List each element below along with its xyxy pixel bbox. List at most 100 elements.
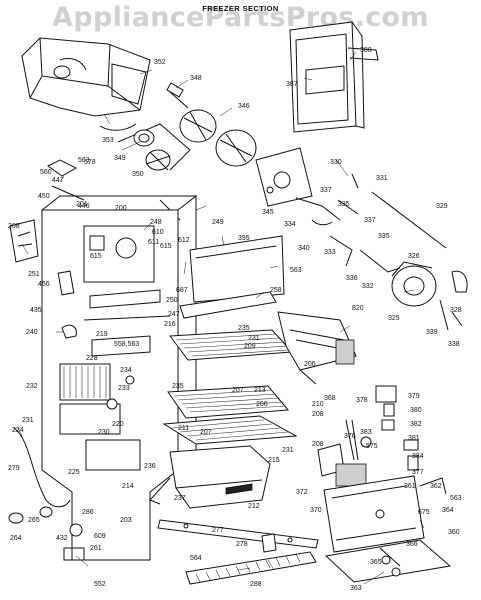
callout-label: 234 (120, 367, 132, 374)
callout-label: 372 (296, 489, 308, 496)
callout-label: 258 (270, 287, 282, 294)
callout-label: 215 (268, 457, 280, 464)
callout-label: 337 (320, 187, 332, 194)
callout-label: 558,563 (114, 341, 139, 348)
callout-label: 377 (412, 469, 424, 476)
callout-label: 237 (174, 495, 186, 502)
callout-label: 365 (370, 559, 382, 566)
ice-bucket (21, 37, 151, 131)
callout-label: 268 (8, 223, 20, 230)
callout-label: 247 (168, 311, 180, 318)
leader-lines (17, 51, 425, 585)
callout-label: 383 (360, 429, 372, 436)
callout-label: 346 (238, 103, 250, 110)
callout-label: 231 (248, 335, 260, 342)
callout-label: 563 (290, 267, 302, 274)
callout-label: 331 (376, 175, 388, 182)
callout-label: 395 (238, 235, 250, 242)
callout-label: 333 (324, 249, 336, 256)
callout-label: 232 (26, 383, 38, 390)
callout-label: 231 (22, 417, 34, 424)
callout-label: 225 (68, 469, 80, 476)
callout-label: 384 (412, 453, 424, 460)
evaporator-cover (179, 235, 285, 319)
callout-label: 209 (244, 343, 256, 350)
callout-label: 432 (56, 535, 68, 542)
auger-assembly (117, 123, 191, 221)
ice-maker-panel (323, 475, 452, 583)
wire-shelf-lower (162, 385, 298, 445)
callout-label: 450 (38, 193, 50, 200)
callout-label: 231 (282, 447, 294, 454)
callout-label: 609 (94, 533, 106, 540)
callout-label: 286 (82, 509, 94, 516)
dispenser-door (289, 21, 379, 133)
callout-label: 230 (98, 429, 110, 436)
callout-label: 249 (212, 219, 224, 226)
callout-label: 563 (78, 157, 90, 164)
callout-label: 207 (200, 429, 212, 436)
callout-label: 208 (312, 411, 324, 418)
toe-grille (157, 519, 319, 585)
callout-label: 382 (410, 421, 422, 428)
callout-label: 335 (338, 201, 350, 208)
callout-label: 612 (178, 237, 190, 244)
callout-label: 251 (28, 271, 40, 278)
callout-label: 446 (78, 203, 90, 210)
callout-label: 379 (408, 393, 420, 400)
callout-label: 387 (286, 81, 298, 88)
callout-label: 206 (256, 401, 268, 408)
callout-label: 388 (360, 47, 372, 54)
callout-label: 368 (324, 395, 336, 402)
callout-label: 366 (406, 541, 418, 548)
callout-label: 329 (436, 203, 448, 210)
callout-label: 328 (450, 307, 462, 314)
callout-label: 364 (442, 507, 454, 514)
callout-label: 208 (312, 441, 324, 448)
callout-label: 610 (152, 229, 164, 236)
linkage-rod (359, 191, 447, 273)
callout-label: 219 (96, 331, 108, 338)
callout-label: 380 (410, 407, 422, 414)
ice-maker-motor (391, 261, 468, 331)
cabinet-liner (41, 195, 198, 561)
callout-label: 615 (160, 243, 172, 250)
ice-drawer (149, 445, 271, 509)
callout-label: 203 (120, 517, 132, 524)
motor-plate (255, 147, 359, 267)
callout-label: 277 (212, 527, 224, 534)
ice-maker (277, 311, 357, 385)
callout-label: 348 (190, 75, 202, 82)
callout-label: 360 (448, 529, 460, 536)
section-title: FREEZER SECTION (202, 4, 279, 13)
callout-label: 456 (38, 281, 50, 288)
callout-label: 261 (90, 545, 102, 552)
callout-label: 264 (10, 535, 22, 542)
callout-label: 334 (284, 221, 296, 228)
callout-label: 370 (310, 507, 322, 514)
callout-label: 235 (172, 383, 184, 390)
callout-label: 235 (238, 325, 250, 332)
callout-label: 820 (352, 305, 364, 312)
callout-label: 201 (76, 201, 88, 208)
callout-label: 378 (356, 397, 368, 404)
callout-label: 350 (132, 171, 144, 178)
callout-label: 228 (86, 355, 98, 362)
auger-blades (166, 82, 257, 167)
callout-label: 687 (176, 287, 188, 294)
callout-label: 376 (344, 433, 356, 440)
callout-label: 224 (12, 427, 24, 434)
callout-label: 339 (426, 329, 438, 336)
callout-label: 345 (262, 209, 274, 216)
callout-label: 278 (236, 541, 248, 548)
callout-label: 220 (112, 421, 124, 428)
callout-label: 207 (232, 387, 244, 394)
wire-shelf-upper (169, 329, 294, 361)
callout-label: 206 (304, 361, 316, 368)
callout-label: 330 (330, 159, 342, 166)
callout-label: 337 (364, 217, 376, 224)
callout-label: 279 (8, 465, 20, 472)
callout-label: 447 (52, 177, 64, 184)
control-parts (317, 385, 419, 487)
callout-label: 560 (40, 169, 52, 176)
